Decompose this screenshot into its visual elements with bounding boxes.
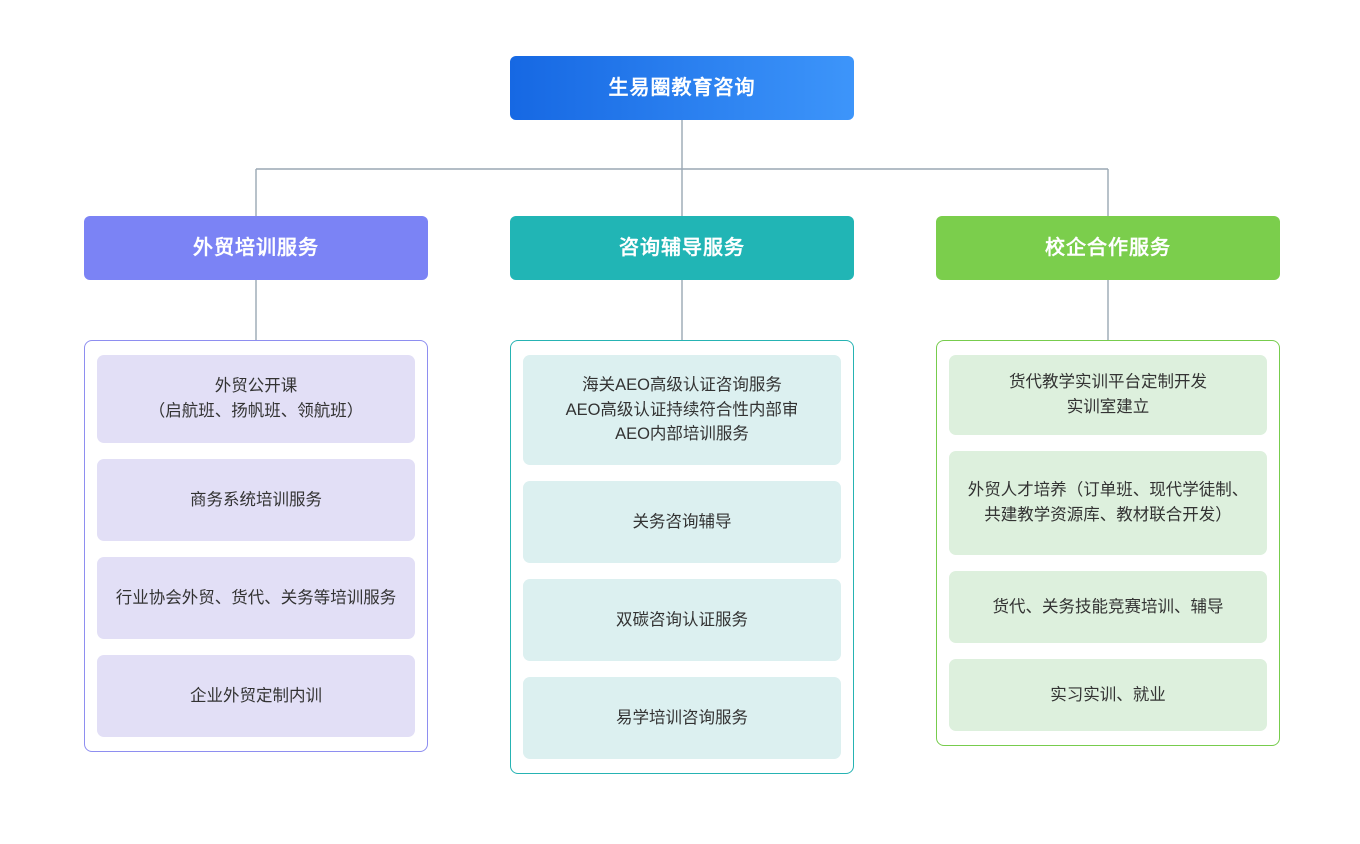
category-header-0[interactable]: 外贸培训服务 [84,216,428,280]
category-header-2[interactable]: 校企合作服务 [936,216,1280,280]
leaf-item[interactable]: 外贸人才培养（订单班、现代学徒制、共建教学资源库、教材联合开发） [949,451,1267,555]
root-node-label: 生易圈教育咨询 [608,77,756,99]
group-box-1: 海关AEO高级认证咨询服务 AEO高级认证持续符合性内部审 AEO内部培训服务 … [510,340,854,774]
branch-column-2: 校企合作服务 货代教学实训平台定制开发 实训室建立 外贸人才培养（订单班、现代学… [936,216,1280,746]
leaf-item[interactable]: 实习实训、就业 [949,659,1267,731]
leaf-item[interactable]: 海关AEO高级认证咨询服务 AEO高级认证持续符合性内部审 AEO内部培训服务 [523,355,841,465]
leaf-item[interactable]: 企业外贸定制内训 [97,655,415,737]
leaf-item[interactable]: 货代教学实训平台定制开发 实训室建立 [949,355,1267,435]
leaf-item[interactable]: 双碳咨询认证服务 [523,579,841,661]
root-node[interactable]: 生易圈教育咨询 [510,56,854,120]
category-header-label-0: 外贸培训服务 [193,237,319,259]
leaf-item[interactable]: 行业协会外贸、货代、关务等培训服务 [97,557,415,639]
leaf-item[interactable]: 关务咨询辅导 [523,481,841,563]
category-header-label-1: 咨询辅导服务 [619,237,745,259]
category-header-label-2: 校企合作服务 [1045,237,1171,259]
leaf-item[interactable]: 货代、关务技能竞赛培训、辅导 [949,571,1267,643]
leaf-item[interactable]: 易学培训咨询服务 [523,677,841,759]
group-box-0: 外贸公开课 （启航班、扬帆班、领航班） 商务系统培训服务 行业协会外贸、货代、关… [84,340,428,752]
leaf-item[interactable]: 外贸公开课 （启航班、扬帆班、领航班） [97,355,415,443]
group-box-2: 货代教学实训平台定制开发 实训室建立 外贸人才培养（订单班、现代学徒制、共建教学… [936,340,1280,746]
category-header-1[interactable]: 咨询辅导服务 [510,216,854,280]
branch-column-0: 外贸培训服务 外贸公开课 （启航班、扬帆班、领航班） 商务系统培训服务 行业协会… [84,216,428,752]
leaf-item[interactable]: 商务系统培训服务 [97,459,415,541]
branch-column-1: 咨询辅导服务 海关AEO高级认证咨询服务 AEO高级认证持续符合性内部审 AEO… [510,216,854,774]
